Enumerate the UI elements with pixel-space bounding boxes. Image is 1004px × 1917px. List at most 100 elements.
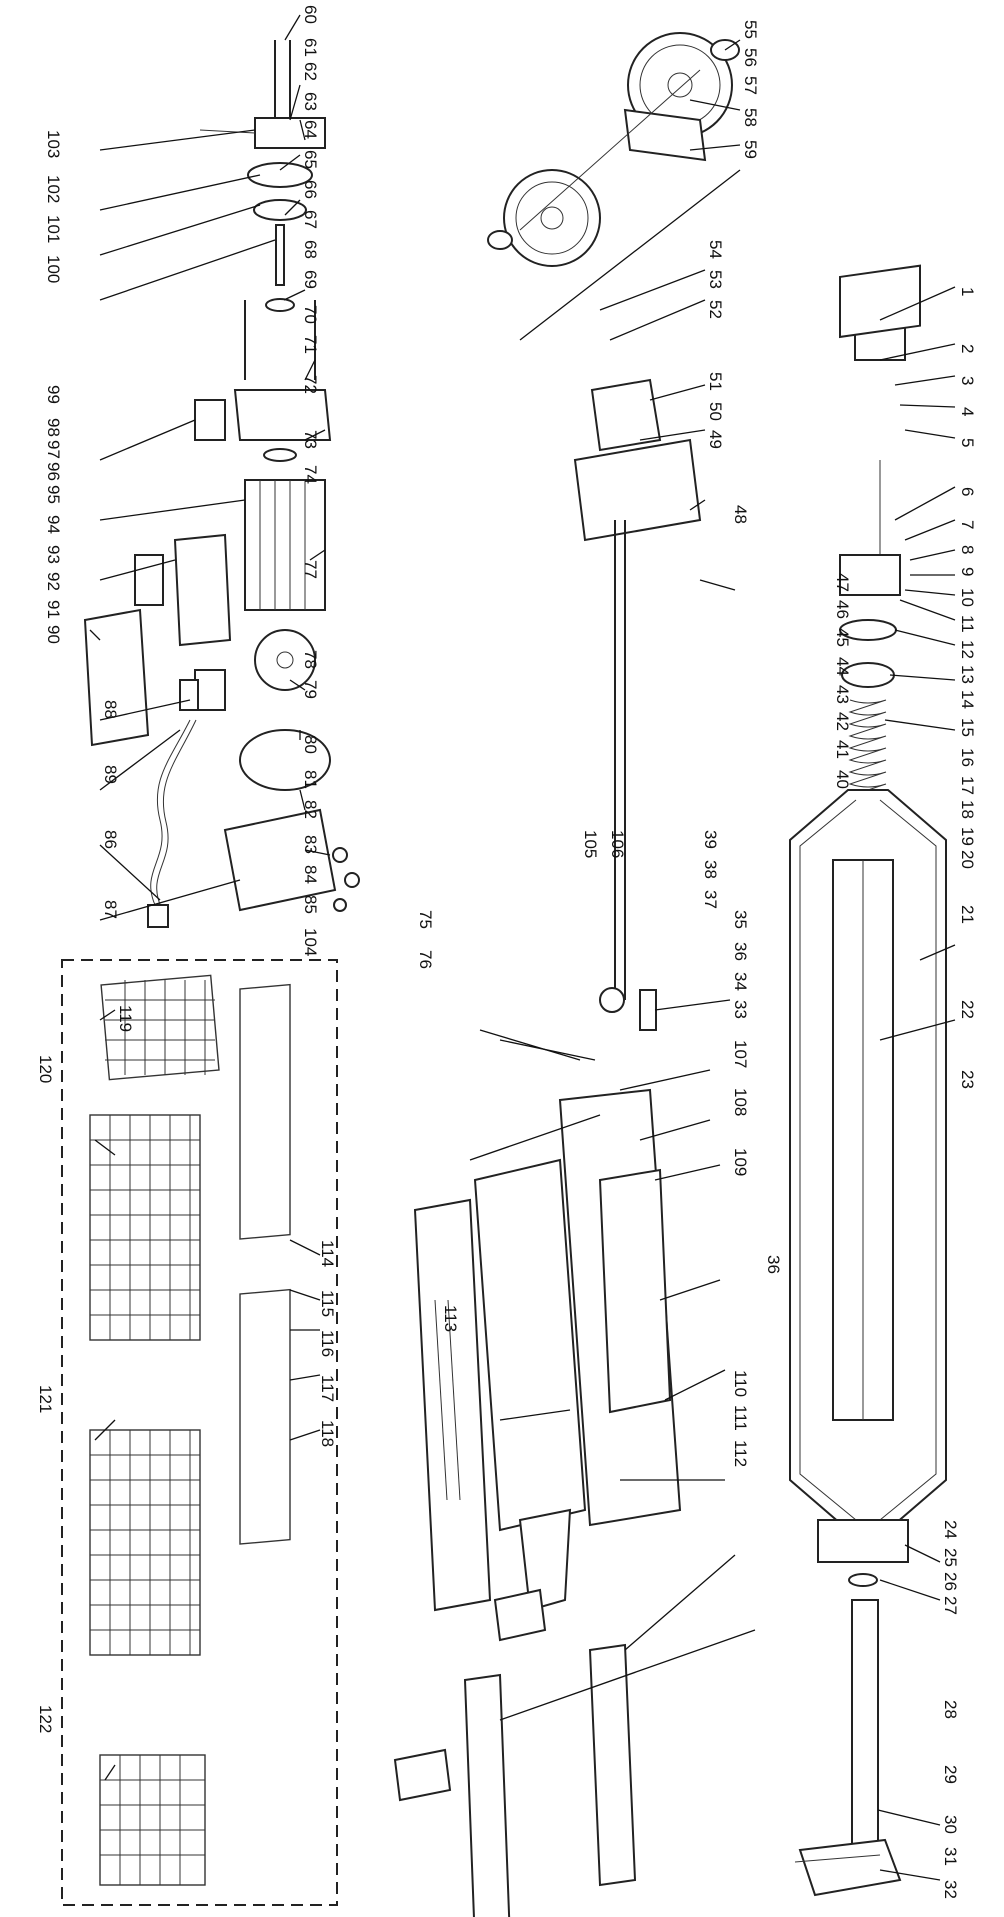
part-label-33: 33 [731,1000,750,1019]
part-label-27: 27 [941,1596,960,1615]
part-label-6: 6 [958,487,977,496]
part-label-77: 77 [301,560,320,579]
wheel-assembly [487,32,740,267]
part-label-95: 95 [44,485,63,504]
part-label-82: 82 [301,800,320,819]
part-label-91: 91 [44,600,63,619]
part-label-85: 85 [301,895,320,914]
part-label-90: 90 [44,625,63,644]
part-label-107: 107 [731,1040,750,1068]
part-label-55: 55 [741,20,760,39]
part-label-25: 25 [941,1548,960,1567]
part-label-21: 21 [958,905,977,924]
part-label-76: 76 [416,950,435,969]
part-label-2: 2 [958,344,977,353]
part-label-63: 63 [301,92,320,111]
part-label-108: 108 [731,1088,750,1116]
part-label-62: 62 [301,62,320,81]
part-label-88: 88 [101,700,120,719]
part-label-15: 15 [958,718,977,737]
part-label-48: 48 [731,505,750,524]
part-label-68: 68 [301,240,320,259]
part-number-labels: 1 2 3 4 5 6 7 8 9 10 11 12 13 14 15 16 1… [36,5,977,1899]
part-label-29: 29 [941,1765,960,1784]
part-label-23: 23 [958,1070,977,1089]
part-label-100: 100 [44,255,63,283]
part-label-53: 53 [706,270,725,289]
part-label-32: 32 [941,1880,960,1899]
part-label-11: 11 [958,615,977,633]
part-label-119: 119 [116,1005,135,1032]
part-label-121: 121 [36,1385,55,1413]
part-label-101: 101 [44,215,63,243]
part-label-112: 112 [731,1440,750,1467]
part-label-30: 30 [941,1815,960,1834]
part-label-37: 37 [701,890,720,909]
part-label-24: 24 [941,1520,960,1539]
part-label-72: 72 [301,375,320,394]
part-label-115: 115 [318,1290,337,1317]
part-label-118: 118 [318,1420,337,1447]
part-label-35: 35 [731,910,750,929]
part-label-49: 49 [706,430,725,449]
part-label-46: 46 [833,600,852,619]
part-label-109: 109 [731,1148,750,1176]
part-label-120: 120 [36,1055,55,1083]
part-label-65: 65 [301,150,320,169]
part-label-10: 10 [958,588,977,607]
part-label-117: 117 [318,1375,337,1402]
part-label-70: 70 [301,305,320,324]
part-label-106: 106 [608,830,627,858]
part-label-7: 7 [958,520,977,529]
handle-assembly [573,378,702,1031]
part-label-13: 13 [958,665,977,684]
part-label-67: 67 [301,210,320,229]
part-label-41: 41 [833,740,852,759]
part-label-97: 97 [44,440,63,459]
part-label-52: 52 [706,300,725,319]
part-label-19: 19 [958,827,977,846]
part-label-1: 1 [958,287,977,296]
part-label-22: 22 [958,1000,977,1019]
part-label-94: 94 [44,515,63,534]
part-label-34: 34 [731,972,750,991]
part-label-102: 102 [44,175,63,203]
part-label-87: 87 [101,900,120,919]
part-label-4: 4 [958,407,977,416]
part-label-54: 54 [706,240,725,259]
part-label-59: 59 [741,140,760,159]
part-label-86: 86 [101,830,120,849]
part-label-47: 47 [833,573,852,592]
part-label-8: 8 [958,545,977,554]
part-label-116: 116 [318,1330,337,1357]
part-label-80: 80 [301,735,320,754]
housing-assembly [413,1088,682,1612]
part-label-114: 114 [318,1240,337,1267]
part-label-16: 16 [958,748,977,767]
part-label-58: 58 [741,108,760,127]
part-label-74: 74 [301,465,320,484]
part-label-75: 75 [416,910,435,929]
part-label-40: 40 [833,770,852,789]
leader-lines [89,14,956,1881]
part-label-84: 84 [301,865,320,884]
part-label-20: 20 [958,850,977,869]
part-label-56: 56 [741,48,760,67]
part-label-98: 98 [44,418,63,437]
part-label-113: 113 [441,1305,460,1332]
part-label-42: 42 [833,712,852,731]
mesh-panel-group-outline [61,959,338,1906]
part-label-36: 36 [731,942,750,961]
part-label-79: 79 [301,680,320,699]
part-label-26: 26 [941,1572,960,1591]
part-drawings [61,32,947,1917]
part-label-3: 3 [958,376,977,385]
part-label-103: 103 [44,130,63,158]
guide-rail-assembly [393,1588,637,1917]
part-label-39: 39 [701,830,720,849]
column-assembly [789,264,947,1897]
part-label-122: 122 [36,1705,55,1733]
part-label-36b: 36 [764,1255,783,1274]
part-label-5: 5 [958,438,977,447]
